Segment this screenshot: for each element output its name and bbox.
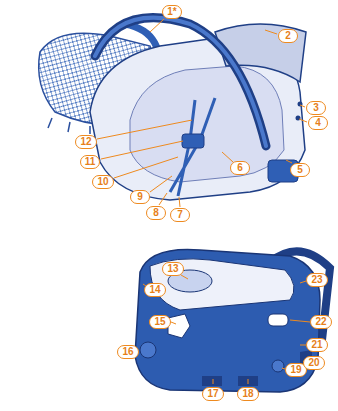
infant-carrier (170, 98, 215, 196)
infant-carrier (182, 134, 204, 148)
callout-number: 10 (92, 175, 113, 189)
leader-line (181, 275, 188, 279)
callout-number: 4 (308, 116, 328, 130)
leader-line (248, 379, 249, 384)
leader-line (150, 19, 164, 32)
callout-number: 17 (202, 387, 223, 401)
leader-line (300, 105, 305, 107)
leader-line (159, 193, 167, 205)
callout-number: 13 (162, 262, 183, 276)
callout-number: 21 (306, 338, 327, 352)
car-seat-base (202, 376, 222, 386)
callout-number: 11 (80, 155, 101, 169)
callout-number: 8 (146, 206, 166, 220)
leader-line (101, 141, 183, 159)
callout-number: 14 (144, 283, 165, 297)
callout-number: 3 (306, 101, 326, 115)
leader-line (265, 30, 277, 34)
callout-number: 1* (162, 5, 182, 19)
leader-line (290, 320, 310, 322)
leader-line (299, 119, 307, 122)
leader-line (213, 379, 214, 384)
leader-line (150, 176, 172, 192)
infant-carrier (39, 18, 306, 200)
car-seat-base (150, 259, 294, 310)
car-seat-base (135, 249, 320, 392)
callout-number: 7 (170, 208, 190, 222)
callout-number: 5 (290, 163, 310, 177)
callout-number: 23 (306, 273, 327, 287)
callout-number: 20 (303, 356, 324, 370)
callout-number: 22 (310, 315, 331, 329)
leader-line (286, 160, 292, 163)
leader-line (97, 19, 310, 384)
callout-number: 16 (117, 345, 138, 359)
callout-number: 18 (237, 387, 258, 401)
car-seat-base (135, 249, 330, 392)
infant-carrier (95, 18, 266, 146)
car-seat-base (268, 314, 288, 326)
leader-line (222, 152, 233, 162)
leader-line (300, 281, 306, 283)
callout-number: 6 (230, 161, 250, 175)
car-seat-base (140, 342, 156, 358)
infant-carrier (48, 118, 90, 134)
infant-carrier (95, 18, 266, 146)
callout-number: 2 (278, 29, 298, 43)
callout-number: 12 (75, 135, 96, 149)
car-seat-base (272, 360, 284, 372)
car-seat-base (168, 314, 190, 338)
leader-line (171, 322, 176, 324)
leader-line (300, 345, 306, 346)
leader-line (97, 120, 192, 139)
callout-number: 15 (149, 315, 170, 329)
car-seat-base (238, 376, 258, 386)
callout-number: 9 (130, 190, 150, 204)
leader-line (114, 157, 178, 178)
leader-line (179, 197, 180, 207)
